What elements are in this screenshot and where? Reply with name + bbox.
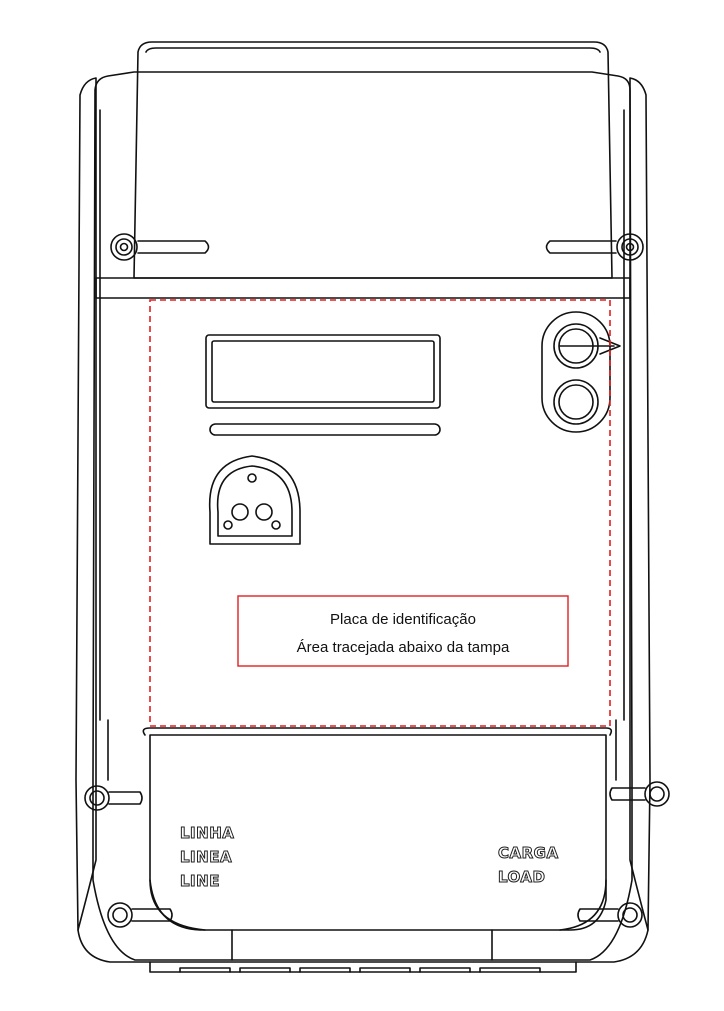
terminal-block <box>149 961 577 973</box>
load-label-load: LOAD <box>498 868 545 886</box>
line-label-line: LINE <box>180 872 220 890</box>
seal-knob-icon <box>541 311 621 433</box>
cover-screw-right <box>545 233 644 261</box>
nameplate-label-line1: Placa de identificação <box>330 611 476 628</box>
bottom-screw-right <box>577 902 643 928</box>
nameplate-dashed-area <box>149 299 611 727</box>
bottom-screw-left <box>107 902 173 928</box>
lcd-display-icon <box>205 334 441 436</box>
nameplate-label-box <box>237 595 569 667</box>
side-screw-left <box>84 785 143 811</box>
load-side-labels: CARGA LOAD <box>498 844 559 887</box>
side-screw-right <box>609 781 670 807</box>
meter-housing <box>75 71 651 963</box>
line-side-labels: LINHA LINEA LINE <box>180 824 235 891</box>
cover-screw-left <box>110 233 210 261</box>
line-label-linea: LINEA <box>180 848 232 866</box>
nameplate-label-line2: Área tracejada abaixo da tampa <box>297 639 510 656</box>
line-label-linha: LINHA <box>180 824 234 842</box>
load-label-carga: CARGA <box>498 844 559 862</box>
top-cover <box>95 41 631 299</box>
optical-port-icon <box>208 455 301 545</box>
